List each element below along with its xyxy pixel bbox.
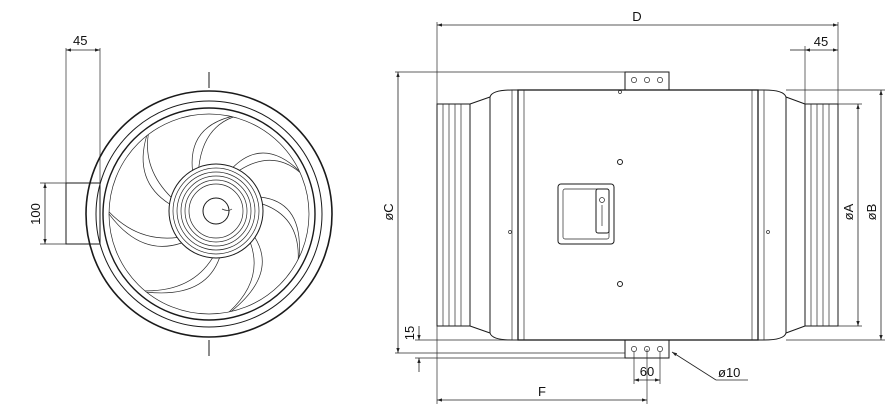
impeller-blade-edge — [144, 257, 213, 292]
side-mount-box — [65, 182, 101, 245]
impeller-blade-edge — [198, 116, 234, 168]
impeller-blade-edge — [147, 134, 172, 198]
label-hole-spacing: 60 — [640, 364, 654, 379]
impeller-blade — [108, 213, 182, 247]
side-view — [395, 22, 885, 404]
impeller-blade-edge — [262, 203, 299, 260]
label-spigot-length: 45 — [814, 34, 828, 49]
label-hole-diameter: ø10 — [718, 365, 740, 380]
label-bracket-height: 15 — [402, 326, 417, 340]
impeller-blade — [230, 237, 263, 312]
impeller-blade — [191, 116, 232, 171]
label-outer-diameter: øB — [864, 204, 879, 221]
impeller-blade-edge — [239, 159, 301, 173]
label-duct-diameter: øA — [841, 203, 856, 220]
label-overall-length: D — [632, 9, 641, 24]
impeller-blade — [232, 152, 300, 171]
impeller-blades — [108, 116, 301, 313]
label-side-mount-height: 100 — [28, 203, 43, 225]
impeller-blade-edge — [228, 242, 255, 313]
label-bracket-offset: F — [538, 384, 546, 399]
impeller-blade — [260, 196, 300, 258]
impeller-blade — [142, 135, 170, 205]
label-casing-diameter: øC — [381, 203, 396, 220]
label-side-mount-offset: 45 — [73, 33, 87, 48]
impeller-blade — [146, 257, 220, 294]
front-view — [40, 48, 333, 356]
impeller-blade-edge — [108, 211, 178, 239]
terminal-box-icon — [557, 183, 615, 245]
